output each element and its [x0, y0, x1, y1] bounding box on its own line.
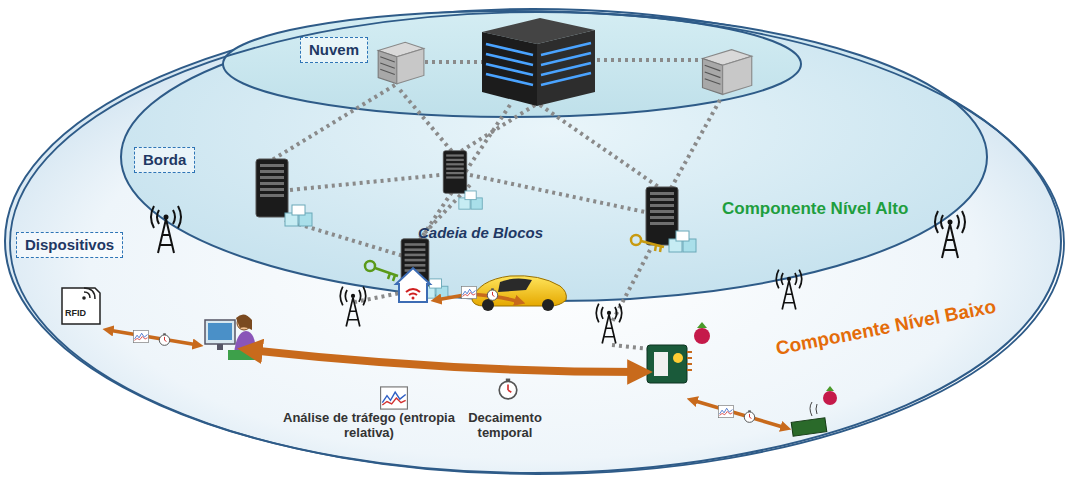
entropy-chart-icon: [134, 330, 149, 342]
component-label: Componente Nível Alto: [722, 199, 908, 219]
edge-server: [646, 187, 678, 245]
traffic-arrows: [108, 294, 786, 428]
ellipse-shape: [5, 9, 1061, 473]
small-board: [791, 386, 837, 436]
cloud-server: [378, 42, 424, 84]
caption-text: Decaimento temporal: [455, 411, 555, 441]
block-cubes: [459, 191, 482, 209]
antenna: [596, 304, 622, 344]
cloud-datacenter: [482, 18, 595, 106]
ellipse-shape: [223, 11, 801, 117]
outer-ring: [10, 12, 1064, 474]
edge-server: [256, 159, 288, 217]
sensor-board: [647, 322, 710, 383]
green-key: [365, 261, 398, 281]
block-cubes: [669, 231, 696, 252]
edge-server: [443, 151, 466, 194]
layer-tag: Nuvem: [300, 37, 368, 63]
clock-icon: [499, 379, 517, 399]
smart-house: [396, 268, 430, 302]
layer-tag: Dispositivos: [16, 232, 123, 258]
antenna: [151, 206, 181, 253]
clock-icon: [744, 410, 754, 422]
gold-key: [631, 235, 664, 252]
rfid-tag: [62, 288, 100, 324]
clock-icon: [487, 288, 497, 300]
clock-icon: [159, 333, 169, 345]
cloud-server: [702, 50, 751, 95]
component-label: Componente Nível Baixo: [774, 295, 998, 359]
antenna: [340, 287, 366, 327]
layer-tag: Borda: [134, 147, 195, 173]
antenna: [776, 270, 802, 310]
smart-car: [472, 276, 566, 311]
dotted-links: [272, 60, 720, 350]
entropy-chart-icon: [719, 405, 734, 417]
block-cubes: [285, 205, 312, 226]
rfid-label: RFID: [65, 308, 86, 318]
caption-text: Análise de tráfego (entropia relativa): [283, 411, 455, 441]
antenna: [935, 211, 965, 258]
blockchain-label: Cadeia de Blocos: [418, 224, 543, 241]
entropy-chart-icon: [381, 387, 408, 409]
entropy-chart-icon: [462, 286, 477, 298]
